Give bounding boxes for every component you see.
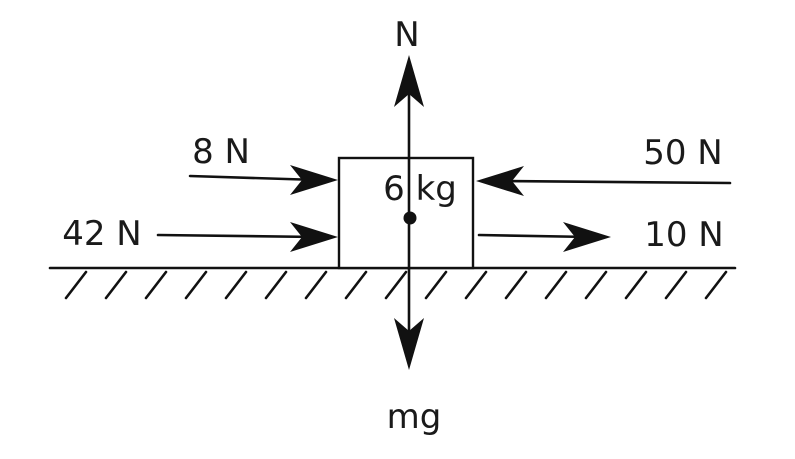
hatch-mark: [584, 270, 608, 300]
normal-force-arrowhead: [394, 55, 424, 107]
hatch-mark: [344, 270, 368, 300]
force-arrow-50n-head: [476, 166, 524, 196]
hatch-mark: [624, 270, 648, 300]
force-label-42n: 42 N: [62, 214, 142, 254]
force-arrow-8n-head: [290, 165, 338, 195]
ground-hatching: [64, 270, 728, 300]
hatch-mark: [64, 270, 88, 300]
mass-label: 6 kg: [383, 169, 457, 209]
force-arrow-42n-shaft: [156, 233, 320, 239]
hatch-mark: [424, 270, 448, 300]
weight-label: mg: [387, 397, 442, 437]
force-label-8n: 8 N: [192, 132, 250, 172]
force-arrow-10n-shaft: [477, 233, 592, 239]
force-arrow-50n-shaft: [495, 179, 732, 185]
force-arrow-42n-head: [290, 222, 338, 252]
force-arrow-8n-shaft: [188, 174, 320, 182]
normal-force-label: N: [394, 15, 419, 55]
force-arrow-10n-head: [563, 222, 611, 252]
hatch-mark: [304, 270, 328, 300]
hatch-mark: [224, 270, 248, 300]
hatch-mark: [264, 270, 288, 300]
hatch-mark: [464, 270, 488, 300]
hatch-mark: [704, 270, 728, 300]
hatch-mark: [504, 270, 528, 300]
force-label-10n: 10 N: [644, 215, 724, 255]
weight-arrowhead: [394, 318, 424, 370]
hatch-mark: [184, 270, 208, 300]
hatch-mark: [544, 270, 568, 300]
hatch-mark: [664, 270, 688, 300]
center-of-mass-dot: [403, 211, 417, 225]
force-label-50n: 50 N: [643, 133, 723, 173]
hatch-mark: [104, 270, 128, 300]
hatch-mark: [144, 270, 168, 300]
hatch-mark: [384, 270, 408, 300]
